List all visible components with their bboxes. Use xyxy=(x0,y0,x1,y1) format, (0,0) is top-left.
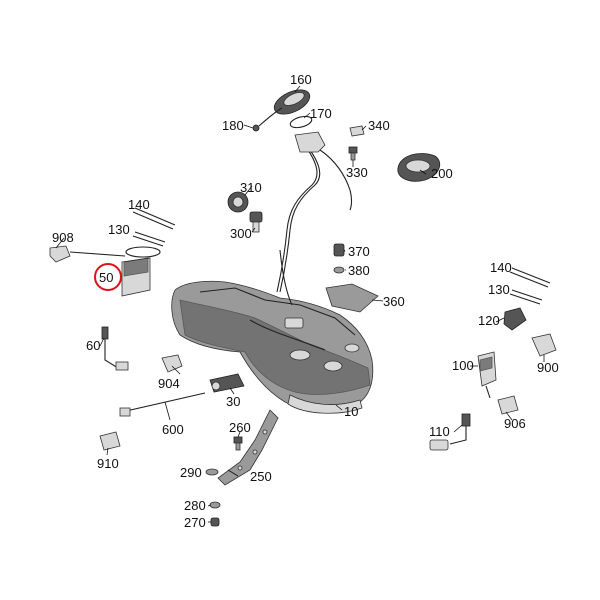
label-100[interactable]: 100 xyxy=(452,358,474,373)
valve-300[interactable] xyxy=(249,211,263,233)
nut-270[interactable] xyxy=(210,517,220,527)
label-600[interactable]: 600 xyxy=(162,422,184,437)
label-290[interactable]: 290 xyxy=(180,465,202,480)
washer-290[interactable] xyxy=(205,468,219,476)
gaskets-right[interactable] xyxy=(509,267,551,305)
label-280[interactable]: 280 xyxy=(184,498,206,513)
sender-unit-50[interactable] xyxy=(69,207,176,297)
label-904[interactable]: 904 xyxy=(158,376,180,391)
label-10[interactable]: 10 xyxy=(344,404,358,419)
label-260[interactable]: 260 xyxy=(229,420,251,435)
washer-380[interactable] xyxy=(333,266,345,274)
sensor-110[interactable] xyxy=(429,413,471,451)
connector-908[interactable] xyxy=(49,245,71,263)
label-300[interactable]: 300 xyxy=(230,226,252,241)
label-910[interactable]: 910 xyxy=(97,456,119,471)
connector-910[interactable] xyxy=(99,431,121,451)
label-310[interactable]: 310 xyxy=(240,180,262,195)
harness-600[interactable] xyxy=(119,392,206,417)
label-60[interactable]: 60 xyxy=(86,338,100,353)
bolt-260[interactable] xyxy=(233,436,243,451)
grommet-370[interactable] xyxy=(333,243,345,257)
label-170[interactable]: 170 xyxy=(310,106,332,121)
cover-plate-360[interactable] xyxy=(325,283,379,313)
flap-housing-200[interactable] xyxy=(397,153,441,182)
grommet-310[interactable] xyxy=(227,191,249,213)
bolt-330[interactable] xyxy=(348,146,358,161)
pump-module-100[interactable] xyxy=(477,351,497,399)
label-130-right[interactable]: 130 xyxy=(488,282,510,297)
part-labels: 160 170 180 340 330 200 310 300 370 380 … xyxy=(52,72,559,530)
clip-340[interactable] xyxy=(349,125,365,137)
label-140-left[interactable]: 140 xyxy=(128,197,150,212)
filler-neck-pipe[interactable] xyxy=(276,142,353,306)
label-906[interactable]: 906 xyxy=(504,416,526,431)
label-380[interactable]: 380 xyxy=(348,263,370,278)
label-360[interactable]: 360 xyxy=(383,294,405,309)
label-900[interactable]: 900 xyxy=(537,360,559,375)
label-120[interactable]: 120 xyxy=(478,313,500,328)
label-180[interactable]: 180 xyxy=(222,118,244,133)
label-908[interactable]: 908 xyxy=(52,230,74,245)
label-270[interactable]: 270 xyxy=(184,515,206,530)
label-250[interactable]: 250 xyxy=(250,469,272,484)
label-50[interactable]: 50 xyxy=(99,270,113,285)
seal-ring-170[interactable] xyxy=(289,114,313,129)
label-330[interactable]: 330 xyxy=(346,165,368,180)
fuel-tank[interactable] xyxy=(171,280,374,414)
label-30[interactable]: 30 xyxy=(226,394,240,409)
label-140-right[interactable]: 140 xyxy=(490,260,512,275)
connector-904[interactable] xyxy=(161,354,183,373)
strap-250[interactable] xyxy=(217,409,279,486)
valve-120[interactable] xyxy=(503,307,527,331)
level-sensor-60[interactable] xyxy=(101,326,129,371)
label-370[interactable]: 370 xyxy=(348,244,370,259)
label-340[interactable]: 340 xyxy=(368,118,390,133)
fuel-cap-160[interactable] xyxy=(271,85,314,119)
filler-head[interactable] xyxy=(294,131,326,153)
washer-280[interactable] xyxy=(209,501,221,509)
label-130-left[interactable]: 130 xyxy=(108,222,130,237)
connector-900[interactable] xyxy=(531,333,557,357)
pump-30[interactable] xyxy=(209,373,245,393)
label-200[interactable]: 200 xyxy=(431,166,453,181)
highlight-circle xyxy=(94,263,122,291)
tether-180[interactable] xyxy=(252,107,283,132)
leader-lines xyxy=(55,85,545,523)
connector-906[interactable] xyxy=(497,395,519,415)
label-160[interactable]: 160 xyxy=(290,72,312,87)
label-110[interactable]: 110 xyxy=(429,424,450,439)
